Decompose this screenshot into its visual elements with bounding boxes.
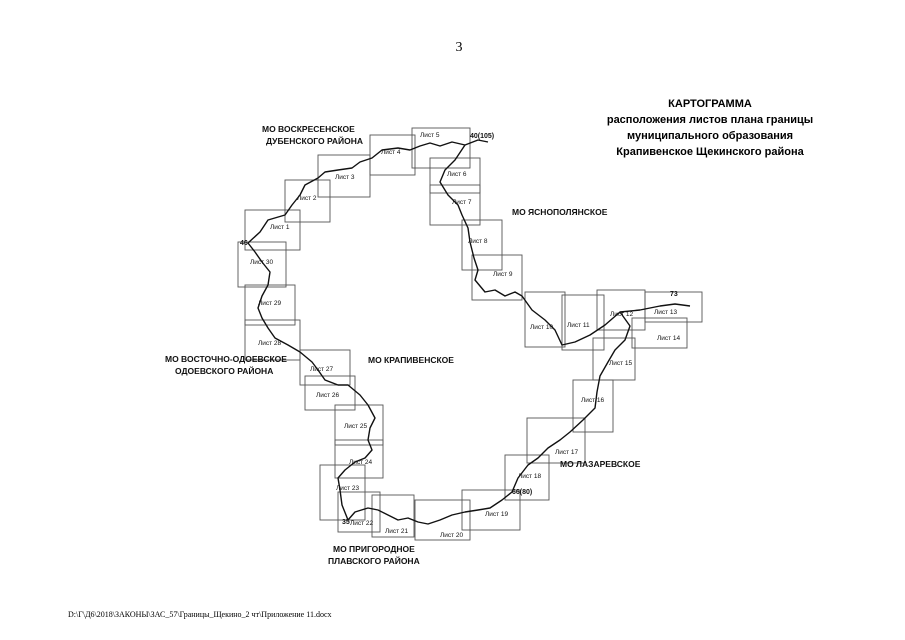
sheet-label-16: Лист 16 — [581, 397, 605, 404]
mo-prigorodnoe-line2: ПЛАВСКОГО РАЙОНА — [328, 555, 420, 566]
sheet-label-27: Лист 27 — [310, 366, 334, 373]
sheet-box-11 — [561, 294, 605, 351]
sheet-label-13: Лист 13 — [654, 309, 678, 316]
mo-voskresenskoe-line1: МО ВОСКРЕСЕНСКОЕ — [262, 124, 355, 134]
sheet-label-28: Лист 28 — [258, 340, 282, 347]
sheet-label-4: Лист 4 — [381, 149, 401, 156]
municipality-labels: МО ВОСКРЕСЕНСКОЕ ДУБЕНСКОГО РАЙОНА МО ЯС… — [165, 124, 641, 566]
sheet-label-9: Лист 9 — [493, 271, 513, 278]
sheet-box-29 — [244, 284, 296, 326]
sheet-label-21: Лист 21 — [385, 528, 409, 535]
footer-file-path: D:\Г\Д6\2018\ЗАКОНЫ\ЗАС_57\Границы_Щекин… — [68, 610, 332, 619]
sheet-label-25: Лист 25 — [344, 423, 368, 430]
sheet-label-14: Лист 14 — [657, 335, 681, 342]
sheet-box-14 — [631, 317, 688, 349]
sheet-label-10: Лист 10 — [530, 324, 554, 331]
sheet-box-20 — [414, 499, 471, 541]
sheet-box-6 — [429, 157, 481, 194]
sheet-box-8 — [461, 219, 503, 271]
sheet-label-6: Лист 6 — [447, 171, 467, 178]
sheet-box-25 — [334, 404, 384, 446]
sheet-box-2 — [284, 179, 331, 223]
map-title: КАРТОГРАММА расположения листов плана гр… — [560, 96, 860, 160]
sheet-label-5: Лист 5 — [420, 132, 440, 139]
sheet-label-1: Лист 1 — [270, 224, 290, 231]
point-label-35: 35 — [342, 519, 350, 526]
sheet-label-30: Лист 30 — [250, 259, 274, 266]
sheet-box-24 — [334, 439, 384, 479]
sheet-box-18 — [504, 454, 550, 501]
sheet-label-19: Лист 19 — [485, 511, 509, 518]
sheet-label-26: Лист 26 — [316, 392, 340, 399]
sheet-box-28 — [244, 319, 301, 361]
point-label-46: 46 — [240, 240, 248, 247]
sheet-box-30 — [237, 241, 287, 288]
sheet-label-18: Лист 18 — [518, 473, 542, 480]
sheet-box-13 — [644, 291, 703, 323]
point-label-66-80: 66(80) — [512, 489, 532, 496]
sheet-label-29: Лист 29 — [258, 300, 282, 307]
sheet-box-15 — [592, 337, 636, 381]
sheet-box-26 — [304, 375, 356, 411]
mo-vostochno-line2: ОДОЕВСКОГО РАЙОНА — [175, 365, 273, 376]
point-label-40-105: 40(105) — [470, 133, 494, 140]
mo-prigorodnoe-line1: МО ПРИГОРОДНОЕ — [333, 544, 415, 554]
sheet-box-1 — [244, 209, 301, 251]
sheet-box-5 — [411, 127, 471, 169]
mo-vostochno-line1: МО ВОСТОЧНО-ОДОЕВСКОЕ — [165, 354, 287, 364]
sheet-label-8: Лист 8 — [468, 238, 488, 245]
sheet-box-10 — [524, 291, 566, 348]
sheet-box-21 — [371, 494, 415, 538]
sheet-box-3 — [317, 154, 371, 198]
sheet-label-11: Лист 11 — [567, 322, 590, 329]
sheet-box-27 — [299, 349, 351, 386]
sheet-box-9 — [471, 254, 523, 301]
sheet-label-24: Лист 24 — [349, 459, 373, 466]
sheet-grid — [237, 127, 703, 541]
sheet-label-22: Лист 22 — [350, 520, 374, 527]
sheet-labels: Лист 1 Лист 2 Лист 3 Лист 4 Лист 5 Лист … — [250, 132, 681, 539]
title-line-1: КАРТОГРАММА — [668, 98, 752, 110]
title-line-4: Крапивенское Щекинского района — [616, 146, 804, 158]
sheet-box-22 — [337, 491, 381, 533]
title-line-3: муниципального образования — [626, 130, 794, 142]
sheet-box-23 — [319, 464, 366, 521]
title-line-2: расположения листов плана границы — [606, 114, 814, 126]
sheet-label-17: Лист 17 — [555, 449, 579, 456]
sheet-label-7: Лист 7 — [452, 199, 472, 206]
sheet-label-2: Лист 2 — [297, 195, 317, 202]
point-labels: 40(105) 73 66(80) 35 46 — [240, 133, 678, 526]
sheet-label-20: Лист 20 — [440, 532, 464, 539]
sheet-box-4 — [369, 134, 416, 176]
sheet-label-23: Лист 23 — [336, 485, 360, 492]
sheet-label-3: Лист 3 — [335, 174, 355, 181]
mo-voskresenskoe-line2: ДУБЕНСКОГО РАЙОНА — [266, 135, 363, 146]
sheet-box-19 — [461, 489, 521, 531]
sheet-box-7 — [429, 184, 481, 226]
point-label-73: 73 — [670, 291, 678, 298]
sheet-label-15: Лист 15 — [609, 360, 633, 367]
boundary-line — [247, 139, 691, 525]
mo-yasnopolyanskoe: МО ЯСНОПОЛЯНСКОЕ — [512, 207, 608, 217]
sheet-box-16 — [572, 379, 614, 433]
sheet-label-12: Лист 12 — [610, 311, 634, 318]
mo-lazarevskoe: МО ЛАЗАРЕВСКОЕ — [560, 459, 641, 469]
mo-krapivenskoe: МО КРАПИВЕНСКОЕ — [368, 355, 454, 365]
page-number: 3 — [455, 40, 463, 55]
sheet-box-17 — [526, 417, 586, 464]
